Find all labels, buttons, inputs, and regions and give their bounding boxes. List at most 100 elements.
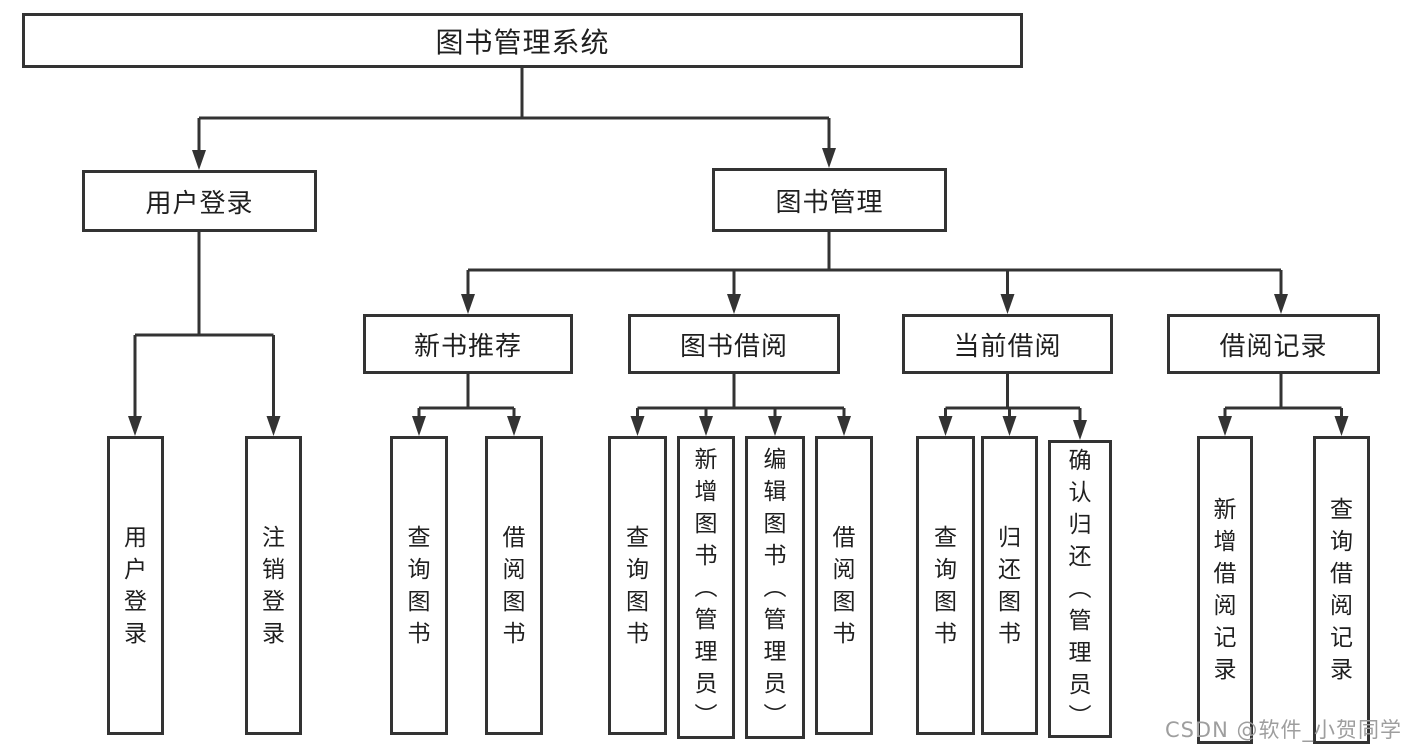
connector-root-to-level2: [197, 68, 831, 156]
arrowhead: [1000, 294, 1015, 314]
node-leaf-query-books-recommend: 查询图书: [390, 436, 448, 735]
node-leaf-logout: 注销登录: [245, 436, 302, 735]
vertical-char: 管: [694, 606, 718, 633]
node-leaf-query-books-current: 查询图书: [916, 436, 975, 735]
vertical-char: 查: [934, 524, 957, 551]
connector-book-mgmt-children: [466, 232, 1283, 300]
node-label: 新书推荐: [413, 331, 522, 362]
node-user-login: 用户登录: [82, 170, 317, 232]
vertical-char: 录: [1330, 657, 1353, 683]
vertical-char: 管: [763, 606, 787, 633]
vertical-char: 借: [832, 524, 856, 551]
node-leaf-return-books: 归还图书: [981, 436, 1038, 735]
arrowhead: [192, 150, 206, 170]
node-label: 用户登录: [145, 188, 254, 219]
arrowhead: [727, 294, 741, 314]
vertical-char: 查: [407, 524, 431, 551]
node-leaf-edit-book-admin: 编辑图书︵管理员︶: [745, 436, 805, 739]
node-leaf-confirm-return-admin: 确认归还︵管理员︶: [1048, 440, 1112, 738]
connector-borrow-record-children: [1223, 374, 1343, 422]
node-label: 当前借阅: [953, 331, 1062, 362]
node-book-borrowing: 图书借阅: [628, 314, 840, 374]
vertical-char: 员: [694, 670, 718, 697]
vertical-char: 增: [1213, 529, 1237, 555]
connector-user-login-children: [133, 232, 275, 422]
vertical-char: 图: [832, 588, 856, 615]
node-label: 新增借阅记录: [1214, 494, 1237, 686]
vertical-char: 查: [626, 524, 649, 551]
vertical-char: 借: [502, 524, 526, 551]
vertical-char: 询: [407, 556, 431, 583]
vertical-char: 户: [124, 556, 147, 583]
vertical-char: 借: [1213, 561, 1237, 587]
vertical-char: 阅: [502, 556, 526, 583]
vertical-char: 书: [832, 620, 856, 647]
vertical-char: 录: [1213, 657, 1237, 683]
vertical-char: 借: [1330, 561, 1353, 587]
vertical-char: 新: [1213, 497, 1237, 523]
arrowhead: [1274, 294, 1288, 314]
vertical-char: 图: [998, 588, 1021, 615]
vertical-char: ︶: [694, 702, 718, 729]
vertical-char: 确: [1068, 448, 1092, 474]
node-label: 确认归还︵管理员︶: [1069, 445, 1092, 733]
vertical-char: 阅: [832, 556, 856, 583]
node-label: 查询图书: [934, 522, 957, 650]
node-borrowing-records: 借阅记录: [1167, 314, 1380, 374]
node-label: 图书管理: [775, 187, 884, 218]
vertical-char: 图: [502, 588, 526, 615]
arrowhead: [938, 416, 953, 436]
vertical-char: 阅: [1330, 593, 1353, 619]
vertical-char: 还: [998, 556, 1021, 583]
vertical-char: 还: [1068, 544, 1092, 570]
vertical-char: 书: [763, 542, 787, 569]
connector-new-book-children: [417, 374, 516, 422]
node-leaf-add-book-admin: 新增图书︵管理员︶: [677, 436, 735, 739]
node-label: 查询图书: [626, 522, 649, 650]
node-label: 借阅图书: [503, 522, 526, 650]
vertical-char: 记: [1213, 625, 1237, 651]
arrowhead: [768, 416, 782, 436]
vertical-char: 书: [502, 620, 526, 647]
node-new-book-recommendation: 新书推荐: [363, 314, 573, 374]
node-label: 查询借阅记录: [1330, 494, 1353, 686]
node-book-management: 图书管理: [712, 168, 947, 232]
arrowhead: [630, 416, 645, 436]
vertical-char: 查: [1330, 497, 1353, 523]
vertical-char: 编: [763, 446, 787, 473]
node-label: 借阅记录: [1219, 331, 1328, 362]
node-label: 借阅图书: [833, 522, 856, 650]
vertical-char: 销: [262, 556, 285, 583]
vertical-char: 登: [124, 588, 147, 615]
vertical-char: 阅: [1213, 593, 1237, 619]
arrowhead: [461, 294, 475, 314]
vertical-char: 录: [124, 620, 147, 647]
arrowhead: [1002, 416, 1017, 436]
vertical-char: ︵: [763, 574, 787, 601]
node-current-borrowing: 当前借阅: [902, 314, 1113, 374]
node-label: 归还图书: [998, 522, 1021, 650]
node-label: 图书管理系统: [435, 25, 610, 59]
node-label: 图书借阅: [679, 331, 788, 362]
arrowhead: [822, 148, 836, 168]
vertical-char: 增: [694, 478, 718, 505]
vertical-char: 书: [626, 620, 649, 647]
vertical-char: 理: [763, 638, 787, 665]
vertical-char: ︵: [694, 574, 718, 601]
node-leaf-borrow-books-recommend: 借阅图书: [485, 436, 543, 735]
vertical-char: 书: [934, 620, 957, 647]
vertical-char: 注: [262, 524, 285, 551]
node-label: 注销登录: [262, 522, 285, 650]
vertical-char: 图: [626, 588, 649, 615]
vertical-char: 图: [694, 510, 718, 537]
connector-book-borrow-children: [636, 374, 846, 422]
vertical-char: 书: [998, 620, 1021, 647]
arrowhead: [1218, 416, 1232, 436]
vertical-char: 员: [763, 670, 787, 697]
vertical-char: 登: [262, 588, 285, 615]
vertical-char: ︵: [1068, 576, 1092, 602]
arrowhead: [837, 416, 851, 436]
arrowhead: [699, 416, 713, 436]
